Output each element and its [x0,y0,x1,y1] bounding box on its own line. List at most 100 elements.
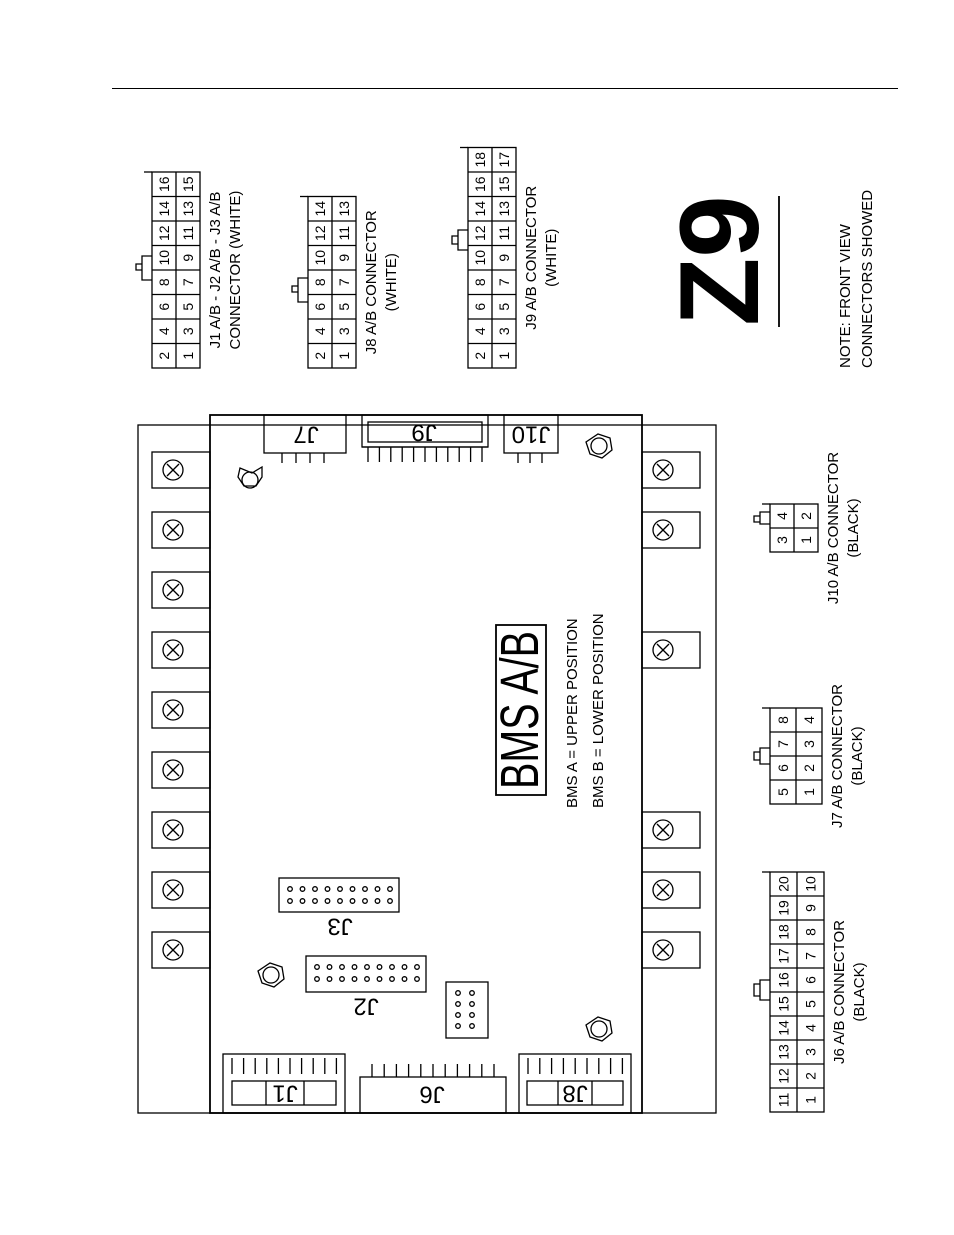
pin-number: 3 [801,740,817,748]
pin-number: 17 [776,948,792,964]
screw-terminal [641,511,701,549]
header-pin [312,886,318,892]
pin-number: 14 [472,201,488,217]
pin-number: 1 [336,352,352,360]
pin-number: 2 [312,352,328,360]
left-screw-terminals [151,451,211,969]
header-pin [362,886,368,892]
pin-number: 2 [803,1072,819,1080]
pin-number: 5 [803,1000,819,1008]
pin-number: 17 [496,152,512,168]
screw-terminal [641,811,701,849]
header-pin [469,1001,475,1007]
header-pin [299,898,306,904]
j1-caption-line: J1 A/B - J2 A/B - J3 A/B [207,192,224,349]
mounting-nut-icon [585,1016,613,1042]
pin-number: 12 [312,225,328,241]
header-pin [337,886,343,892]
pin-number: 6 [472,303,488,311]
pin-number: 12 [156,225,172,241]
pin-number: 6 [803,976,819,984]
j8-caption-line: J8 A/B CONNECTOR [363,210,380,354]
pin-number: 11 [776,1093,792,1108]
screw-terminal [151,691,211,729]
header-pin [455,1012,461,1018]
pin-number: 13 [776,1044,792,1060]
header-pin [351,964,358,970]
pin-number: 18 [776,924,792,940]
pin-number: 14 [312,201,328,217]
header-pin [324,898,331,904]
j10-header: J10 [503,414,559,463]
pin-number: 1 [180,352,196,360]
pin-number: 10 [312,250,328,266]
j9-caption-line: J9 A/B CONNECTOR [523,186,540,330]
header-pin [364,976,370,982]
header-pin [287,898,293,904]
j1-caption-line: CONNECTOR (WHITE) [227,191,244,350]
note-line-1: NOTE: FRONT VIEW [837,223,854,368]
pin-number: 1 [496,352,512,360]
page-header-rule [112,88,898,89]
j6-label: J6 [419,1081,444,1108]
j1-label: J1 [272,1080,297,1107]
pin-number: 7 [336,278,352,286]
j9-caption-line: (WHITE) [543,229,560,287]
header-pin [374,898,381,904]
pin-number: 3 [180,327,196,335]
pin-number: 11 [336,226,352,241]
screw-terminal [641,931,701,969]
board-title: BMS A/B [490,631,550,789]
header-pin [287,886,293,892]
pin-number: 12 [776,1068,792,1084]
screw-terminal [151,571,211,609]
figure-id: Z9 [657,195,782,326]
pin-number: 1 [803,1096,819,1104]
j7-caption-line: J7 A/B CONNECTOR [829,684,846,828]
j8-label: J8 [562,1080,587,1107]
pin-number: 3 [496,327,512,335]
board-note-b: BMS B = LOWER POSITION [590,613,607,808]
pin-number: 7 [496,278,512,286]
j7-label: J7 [293,421,318,448]
pin-number: 2 [472,352,488,360]
screw-terminal [151,931,211,969]
pin-number: 5 [336,303,352,311]
j3-label: J3 [327,913,352,940]
pin-number: 4 [156,327,172,335]
j6-header: J6 [359,1064,507,1114]
aux-header [445,981,489,1039]
pin-number: 3 [774,536,790,544]
header-pin [326,976,333,982]
pin-number: 13 [496,201,512,217]
mounting-nut-icon [237,465,263,489]
screw-terminal [641,871,701,909]
header-pin [374,886,381,892]
header-pin [387,898,393,904]
pin-number: 3 [336,327,352,335]
screw-terminal [151,751,211,789]
header-pin [469,990,475,996]
pin-number: 14 [776,1020,792,1036]
header-pin [389,976,395,982]
j2-header: J2 [305,955,427,1020]
j10-caption-line: J10 A/B CONNECTOR [825,452,842,604]
pin-number: 8 [312,278,328,286]
pin-number: 5 [775,788,791,796]
screw-terminal [151,811,211,849]
screw-terminal [151,511,211,549]
pin-number: 4 [312,327,328,335]
screw-terminal [151,451,211,489]
screw-terminal [151,871,211,909]
header-pin [387,886,393,892]
pin-number: 4 [801,716,817,724]
j6-caption-line: J6 A/B CONNECTOR [831,920,848,1064]
pin-number: 11 [496,226,512,241]
pin-number: 15 [496,176,512,192]
pin-number: 6 [312,303,328,311]
j9-header: J9 [361,414,489,462]
